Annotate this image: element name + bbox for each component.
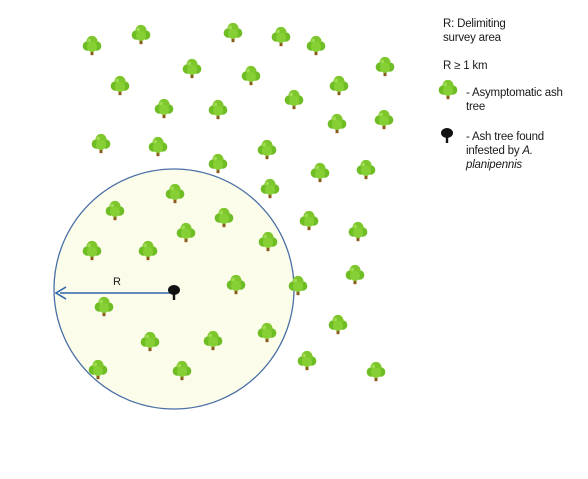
ash-tree-icon	[257, 139, 277, 160]
ash-tree-icon	[131, 24, 151, 45]
ash-tree-icon	[306, 35, 326, 56]
ash-tree-icon	[154, 98, 174, 119]
legend-asymptomatic-tree-icon	[438, 79, 458, 100]
legend-asymptomatic-label: - Asymptomatic ash tree	[466, 87, 563, 113]
radius-label: R	[113, 276, 121, 288]
ash-tree-icon	[297, 350, 317, 371]
legend-infested-tree-icon	[441, 128, 453, 143]
ash-tree-icon	[223, 22, 243, 43]
legend-infested-prefix: - Ash tree found infested by	[466, 131, 544, 157]
ash-tree-icon	[366, 361, 386, 382]
ash-tree-icon	[182, 58, 202, 79]
ash-tree-icon	[327, 113, 347, 134]
ash-tree-icon	[356, 159, 376, 180]
legend-title: R: Delimiting survey area	[443, 17, 583, 45]
ash-tree-icon	[375, 56, 395, 77]
ash-tree-icon	[148, 136, 168, 157]
legend-infested-species: A. planipennis	[466, 145, 533, 171]
legend-title-line2: survey area	[443, 32, 501, 44]
infested-ash-tree-icon	[168, 285, 180, 300]
ash-tree-icon	[82, 35, 102, 56]
ash-tree-icon	[374, 109, 394, 130]
ash-tree-icon	[299, 210, 319, 231]
ash-tree-icon	[208, 99, 228, 120]
ash-tree-icon	[329, 75, 349, 96]
ash-tree-icon	[328, 314, 348, 335]
ash-tree-icon	[271, 26, 291, 47]
ash-tree-icon	[260, 178, 280, 199]
ash-tree-icon	[284, 89, 304, 110]
ash-tree-icon	[241, 65, 261, 86]
radius-arrow	[54, 286, 170, 300]
ash-tree-icon	[348, 221, 368, 242]
ash-tree-icon	[91, 133, 111, 154]
ash-tree-icon	[110, 75, 130, 96]
ash-tree-icon	[345, 264, 365, 285]
ash-tree-icon	[310, 162, 330, 183]
legend-range: R ≥ 1 km	[443, 60, 488, 72]
legend-title-line1: R: Delimiting	[443, 18, 506, 30]
legend-infested-label: - Ash tree found infested by A. planipen…	[466, 130, 576, 172]
ash-tree-icon	[208, 153, 228, 174]
